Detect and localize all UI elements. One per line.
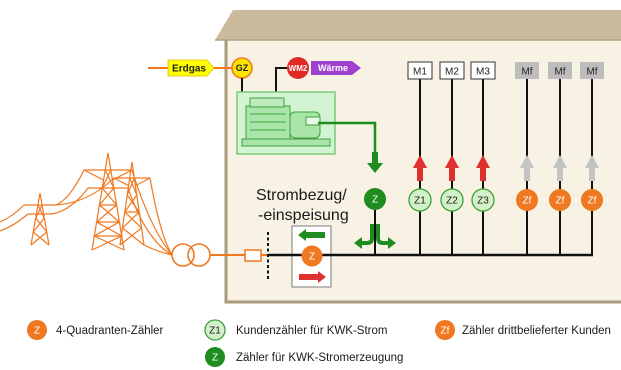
legend-symbol (204, 319, 226, 341)
gas-meter-label: GZ (236, 63, 249, 73)
third-party-meter-label: Zf (556, 196, 565, 207)
customer-meter-label: Z3 (477, 196, 489, 207)
third-party-up-arrow (520, 155, 534, 181)
legend-label: Zähler drittbelieferter Kunden (462, 325, 611, 337)
third-party-up-arrow (553, 155, 567, 181)
legend-item: Zf Zähler drittbelieferter Kunden (435, 320, 611, 340)
legend-item: Z Zähler für KWK-Stromerzeugung (205, 347, 403, 367)
feed-split-right-arrowhead (388, 237, 396, 249)
chp-engine-cover (249, 97, 285, 108)
third-party-unit-box (548, 62, 572, 79)
third-party-meter (549, 189, 571, 211)
third-party-up-arrow (585, 155, 599, 181)
third-party-unit-label: Mf (521, 67, 532, 78)
legend-label: Zähler für KWK-Stromerzeugung (236, 352, 403, 364)
third-party-meter (516, 189, 538, 211)
heat-meter-label: WM2 (289, 64, 308, 73)
generation-meter (364, 188, 386, 210)
grid-exchange-label-line2: -einspeisung (258, 207, 349, 224)
feed-split-left-arrow (361, 224, 374, 245)
four-quadrant-meter (301, 245, 323, 267)
legend-symbol-label: Z (212, 353, 218, 364)
feed-split-right-arrow (376, 224, 389, 245)
overhead-lines (0, 169, 173, 256)
third-party-unit-label: Mf (586, 67, 597, 78)
customer-units: M1 M2 M3 Z1 Z2 Z3 (407, 61, 496, 255)
transformer-coil-secondary (187, 243, 211, 267)
chp-base-frame (241, 138, 331, 147)
grid-connection-box (244, 249, 262, 262)
feed-split-left-arrowhead (354, 237, 362, 249)
chp-generator-cap (305, 116, 321, 126)
consumption-up-arrow (476, 155, 490, 181)
gas-label: Erdgas (172, 64, 206, 75)
heat-line-from-chp (275, 67, 287, 93)
pylon-small (24, 192, 56, 246)
customer-unit-label: M1 (413, 67, 427, 78)
consumption-up-arrow (413, 155, 427, 181)
legend: Z 4-Quadranten-Zähler Z1 Kundenzähler fü… (27, 319, 611, 367)
legend-item: Z 4-Quadranten-Zähler (27, 320, 164, 340)
customer-unit-box (407, 61, 433, 80)
third-party-units: Mf Mf Mf Zf Zf Zf (515, 62, 604, 255)
customer-unit-label: M2 (445, 67, 459, 78)
customer-meter (408, 188, 432, 212)
customer-unit-box (470, 61, 496, 80)
customer-unit-box (439, 61, 465, 80)
third-party-unit-box (515, 62, 539, 79)
transformer-icon (171, 243, 211, 267)
four-quadrant-meter-label: Z (309, 252, 315, 263)
legend-symbol-label: Z1 (209, 326, 221, 337)
legend-item: Z1 Kundenzähler für KWK-Strom (204, 319, 387, 341)
legend-symbol (205, 347, 225, 367)
customer-meter-label: Z1 (414, 196, 426, 207)
transformer-coil-primary (171, 243, 195, 267)
consumption-up-arrow (445, 155, 459, 181)
legend-label: Kundenzähler für KWK-Strom (236, 325, 387, 337)
pylon-large (83, 152, 133, 251)
power-pylon-icon (0, 152, 173, 256)
third-party-unit-label: Mf (554, 67, 565, 78)
heat-meter (287, 57, 309, 79)
generation-meter-label: Z (372, 195, 378, 206)
building-roof (215, 10, 621, 40)
heat-label: Wärme (318, 63, 348, 73)
heat-arrow (311, 61, 361, 75)
legend-symbol-label: Zf (441, 326, 450, 337)
customer-meter-label: Z2 (446, 196, 458, 207)
legend-symbol (435, 320, 455, 340)
grid-exchange-label: Strombezug/ (256, 187, 347, 204)
generation-line (318, 121, 377, 153)
customer-unit-label: M3 (476, 67, 490, 78)
third-party-meter-label: Zf (588, 196, 597, 207)
generation-down-arrow (367, 152, 383, 173)
legend-label: 4-Quadranten-Zähler (56, 325, 164, 337)
customer-meter (471, 188, 495, 212)
export-left-arrow (298, 229, 325, 241)
legend-symbol-label: Z (34, 326, 40, 337)
legend-symbol (27, 320, 47, 340)
building-outline (224, 40, 621, 304)
chp-engine-ribs (250, 113, 286, 131)
customer-meter (440, 188, 464, 212)
pylon-rear (113, 161, 151, 246)
third-party-unit-box (580, 62, 604, 79)
third-party-meter-label: Zf (523, 196, 532, 207)
third-party-meter (581, 189, 603, 211)
import-right-arrow (299, 271, 326, 283)
gas-arrow (167, 59, 215, 77)
